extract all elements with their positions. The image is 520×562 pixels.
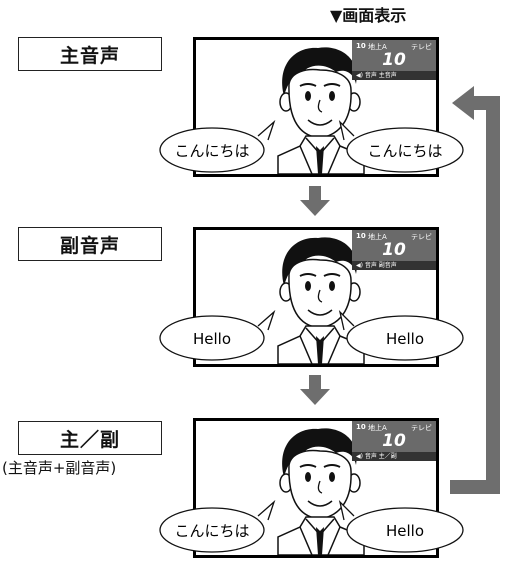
- tv-screen-sub: 10 地上A テレビ 10 ◀) 音声 副音声: [193, 227, 439, 367]
- osd-channel: 10: [356, 42, 366, 50]
- osd-audio-bar: ◀) 音声 主音声: [352, 71, 436, 80]
- osd-channel: 10: [356, 423, 366, 431]
- down-arrow-2: [300, 375, 330, 405]
- speaker-icon: ◀): [356, 453, 363, 460]
- osd-audio-text: 音声 主／副: [364, 453, 397, 460]
- osd-channel-number: 10: [382, 431, 406, 451]
- osd-broadcast: 地上A: [368, 233, 387, 241]
- mode-sublabel-both: (主音声+副音声): [2, 459, 117, 477]
- osd-panel: 10 地上A テレビ 10 ◀) 音声 主音声: [352, 40, 436, 80]
- osd-audio-text: 音声 主音声: [364, 72, 397, 79]
- down-arrow-1: [300, 186, 330, 216]
- screen-display-title: ▼画面表示: [330, 6, 407, 25]
- osd-broadcast: 地上A: [368, 43, 387, 51]
- osd-broadcast: 地上A: [368, 424, 387, 432]
- tv-screen-main: 10 地上A テレビ 10 ◀) 音声 主音声: [193, 37, 439, 177]
- mode-label-both: 主／副: [18, 421, 162, 455]
- tv-screen-both: 10 地上A テレビ 10 ◀) 音声 主／副: [193, 418, 439, 558]
- osd-channel: 10: [356, 232, 366, 240]
- mode-label-sub: 副音声: [18, 227, 162, 261]
- osd-channel-number: 10: [382, 240, 406, 260]
- osd-panel: 10 地上A テレビ 10 ◀) 音声 副音声: [352, 230, 436, 270]
- loop-back-arrow: [450, 86, 500, 494]
- osd-panel: 10 地上A テレビ 10 ◀) 音声 主／副: [352, 421, 436, 461]
- osd-audio-bar: ◀) 音声 主／副: [352, 452, 436, 461]
- osd-channel-number: 10: [382, 50, 406, 70]
- osd-audio-bar: ◀) 音声 副音声: [352, 261, 436, 270]
- speaker-icon: ◀): [356, 72, 363, 79]
- osd-tv: テレビ: [411, 43, 432, 51]
- osd-tv: テレビ: [411, 424, 432, 432]
- speaker-icon: ◀): [356, 262, 363, 269]
- osd-audio-text: 音声 副音声: [364, 262, 397, 269]
- mode-label-main: 主音声: [18, 37, 162, 71]
- osd-tv: テレビ: [411, 233, 432, 241]
